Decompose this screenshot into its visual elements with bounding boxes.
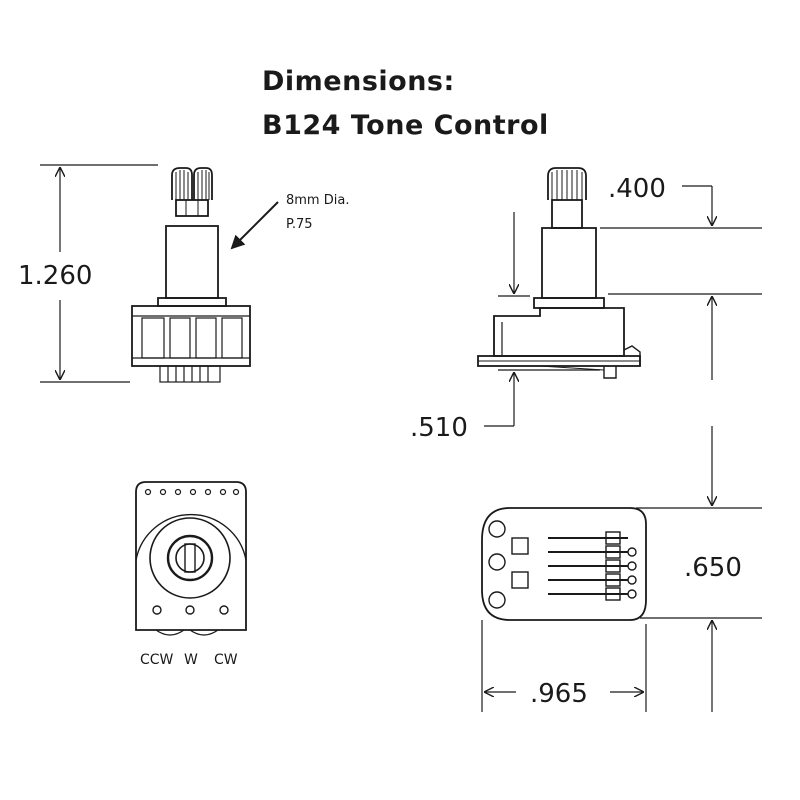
back-view: [135, 481, 247, 636]
dim-body-height: [484, 212, 600, 427]
terminal-hole-cw: [219, 605, 229, 615]
dim-label-shaft-length: .400: [608, 174, 666, 204]
front-pins: [159, 365, 221, 383]
side-view: [477, 167, 641, 379]
dim-label-overall-height: 1.260: [18, 261, 92, 291]
bushing: [165, 225, 219, 299]
terminal-label-ccw: CCW: [140, 652, 174, 668]
dim-overall-height: [40, 164, 158, 383]
shaft-leader-arrow: [230, 201, 279, 250]
terminal-label-w: W: [184, 652, 198, 668]
pcb-view: [481, 507, 647, 621]
dim-label-pcb-width: .965: [530, 679, 588, 709]
front-view: [131, 167, 251, 383]
terminal-hole-ccw: [152, 605, 162, 615]
dim-pcb-height: [636, 426, 762, 712]
dim-label-body-height: .510: [410, 413, 468, 443]
title-line-1: Dimensions:: [262, 66, 455, 97]
dim-shaft-length: [600, 185, 762, 380]
title-line-2: B124 Tone Control: [262, 110, 549, 141]
knurled-shaft: [171, 167, 213, 217]
shaft-note-line2: P.75: [286, 217, 313, 232]
terminal-label-cw: CW: [214, 652, 238, 668]
pot-body: [131, 305, 251, 367]
dim-label-pcb-height: .650: [684, 553, 742, 583]
terminal-hole-w: [185, 605, 195, 615]
shaft-note-line1: 8mm Dia.: [286, 193, 349, 208]
dim-pcb-width: [481, 620, 647, 712]
